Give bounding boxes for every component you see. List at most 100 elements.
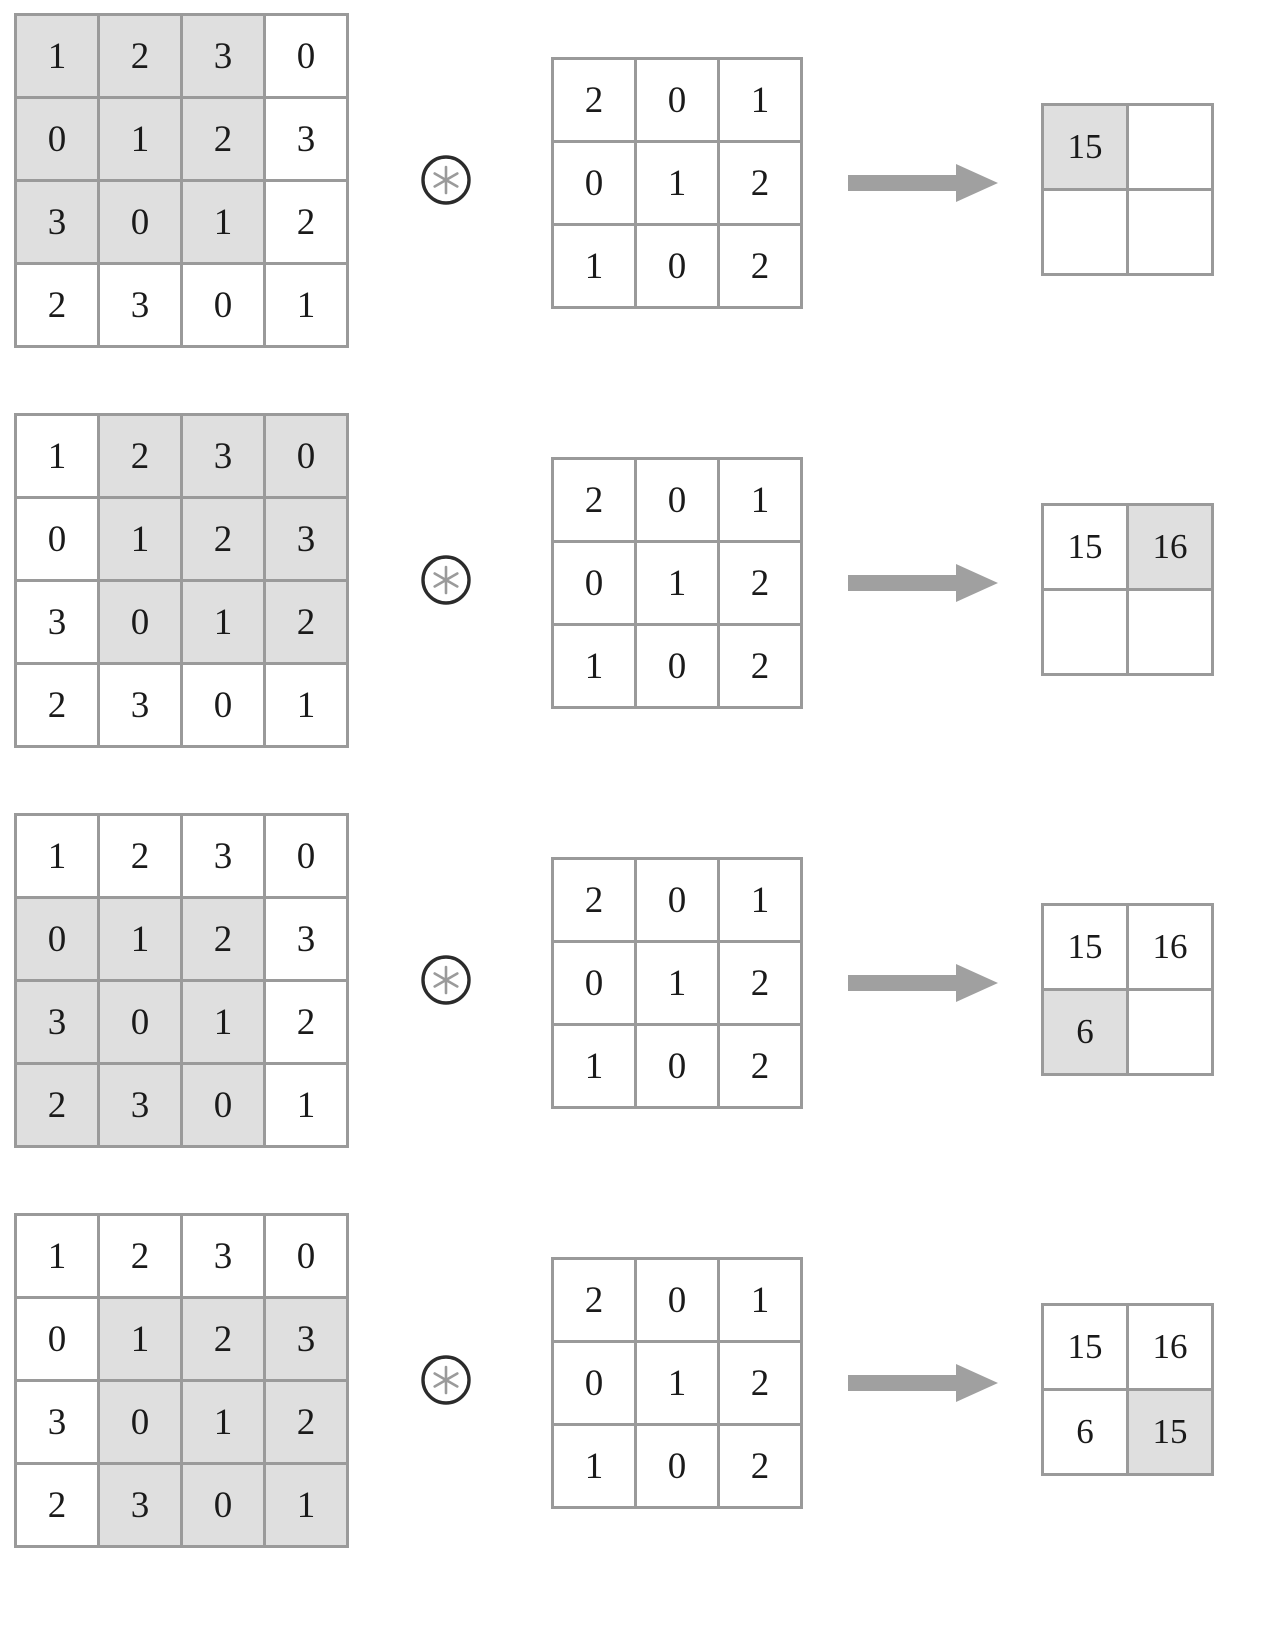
kernel-cell: 2 [720,543,803,626]
input-cell: 2 [100,1216,183,1299]
kernel-cell: 1 [554,1426,637,1509]
result-arrow [848,158,998,208]
convolution-operator-icon [418,1352,474,1408]
input-cell: 1 [100,99,183,182]
input-cell: 0 [100,982,183,1065]
kernel-cell: 0 [637,226,720,309]
input-cell: 3 [266,499,349,582]
kernel-cell: 0 [637,60,720,143]
input-cell: 2 [183,1299,266,1382]
convolution-operator-icon [418,552,474,608]
input-cell: 3 [17,182,100,265]
output-cell: 16 [1129,506,1214,591]
input-cell: 3 [183,416,266,499]
kernel-cell: 1 [637,1343,720,1426]
kernel-cell: 0 [637,860,720,943]
input-cell: 3 [100,265,183,348]
kernel-cell: 2 [720,143,803,226]
input-cell: 1 [183,582,266,665]
circled-asterisk-icon [421,155,471,205]
input-cell: 0 [266,16,349,99]
input-cell: 2 [17,1465,100,1548]
kernel-cell: 2 [554,60,637,143]
kernel-cell: 2 [720,1026,803,1109]
kernel-cell: 2 [554,460,637,543]
input-cell: 2 [17,265,100,348]
circled-asterisk-icon [421,555,471,605]
right-arrow-icon [848,964,998,1002]
input-cell: 1 [183,982,266,1065]
input-cell: 3 [100,665,183,748]
circled-asterisk-icon [421,1355,471,1405]
input-cell: 1 [17,1216,100,1299]
input-cell: 2 [17,1065,100,1148]
kernel-cell: 2 [720,943,803,1026]
input-cell: 0 [100,1382,183,1465]
right-arrow-icon [848,164,998,202]
kernel-cell: 0 [637,1026,720,1109]
kernel-cell: 0 [637,1426,720,1509]
input-cell: 2 [183,899,266,982]
result-arrow [848,558,998,608]
input-cell: 0 [183,1065,266,1148]
kernel-cell: 1 [720,1260,803,1343]
kernel-cell: 1 [720,60,803,143]
output-matrix: 15 [1041,103,1214,276]
input-cell: 1 [266,1465,349,1548]
input-cell: 0 [17,899,100,982]
input-cell: 2 [100,416,183,499]
convolution-operator-icon [418,152,474,208]
output-cell: 6 [1044,991,1129,1076]
output-cell: 15 [1044,906,1129,991]
kernel-cell: 0 [554,943,637,1026]
input-cell: 0 [183,665,266,748]
kernel-cell: 2 [720,226,803,309]
input-cell: 2 [100,816,183,899]
kernel-cell: 0 [554,143,637,226]
kernel-cell: 1 [720,860,803,943]
input-cell: 0 [17,99,100,182]
output-cell [1129,106,1214,191]
input-cell: 3 [17,1382,100,1465]
input-cell: 2 [183,499,266,582]
kernel-cell: 0 [554,1343,637,1426]
input-cell: 2 [100,16,183,99]
kernel-cell: 1 [637,943,720,1026]
input-cell: 1 [17,416,100,499]
output-cell: 15 [1129,1391,1214,1476]
input-cell: 0 [266,1216,349,1299]
input-cell: 3 [266,899,349,982]
input-cell: 3 [100,1065,183,1148]
output-cell: 15 [1044,106,1129,191]
kernel-cell: 2 [720,1426,803,1509]
input-cell: 2 [17,665,100,748]
input-cell: 1 [100,499,183,582]
kernel-cell: 2 [720,626,803,709]
output-cell [1129,191,1214,276]
output-cell [1129,991,1214,1076]
input-cell: 2 [183,99,266,182]
right-arrow-icon [848,1364,998,1402]
result-arrow [848,1358,998,1408]
output-cell: 15 [1044,506,1129,591]
input-cell: 1 [266,265,349,348]
output-cell [1044,591,1129,676]
kernel-cell: 1 [637,143,720,226]
kernel-cell: 1 [720,460,803,543]
output-cell: 15 [1044,1306,1129,1391]
input-cell: 3 [183,816,266,899]
input-cell: 1 [183,182,266,265]
